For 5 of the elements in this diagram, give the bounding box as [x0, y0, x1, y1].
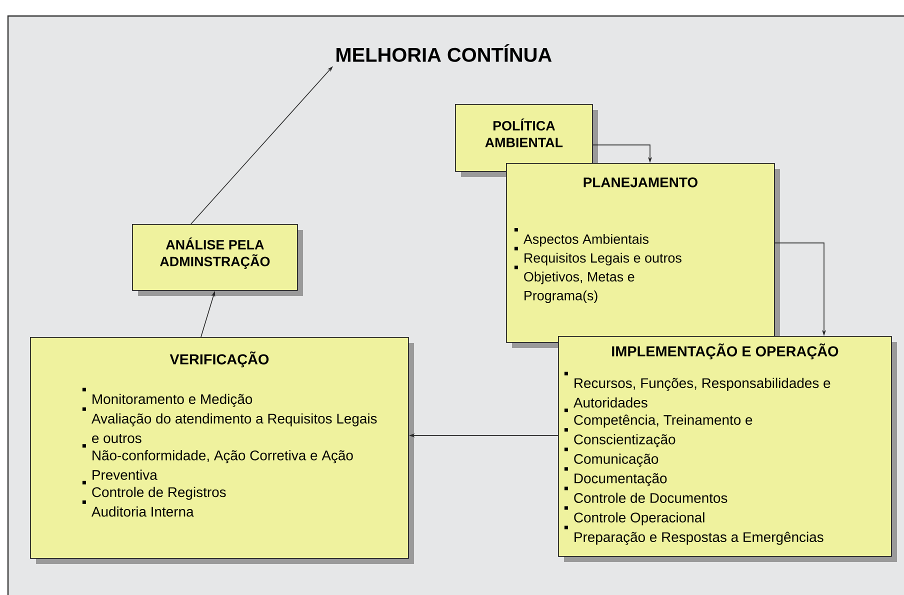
process-box: IMPLEMENTAÇÃO E OPERAÇÃO Recursos, Funções, Responsabilidades e Autoridades Competência, Treinamento e Conscientização Comunicação Documentação Controle de Documentos Controle Operacional Preparação e Respostas a Emergências: [558, 336, 897, 562]
process-box: VERIFICAÇÃO Monitoramento e Medição Avaliação do atendimento a Requisitos Legais e outros Não-conformidade, Ação Corretiva e Ação Preventiva Controle de Registros Auditoria Interna: [30, 337, 414, 564]
process-box: POLÍTICA AMBIENTAL: [455, 104, 598, 177]
process-box: ANÁLISE PELA ADMINSTRAÇÃO: [132, 224, 303, 296]
heading: MELHORIA CONTÍNUA: [336, 44, 552, 62]
